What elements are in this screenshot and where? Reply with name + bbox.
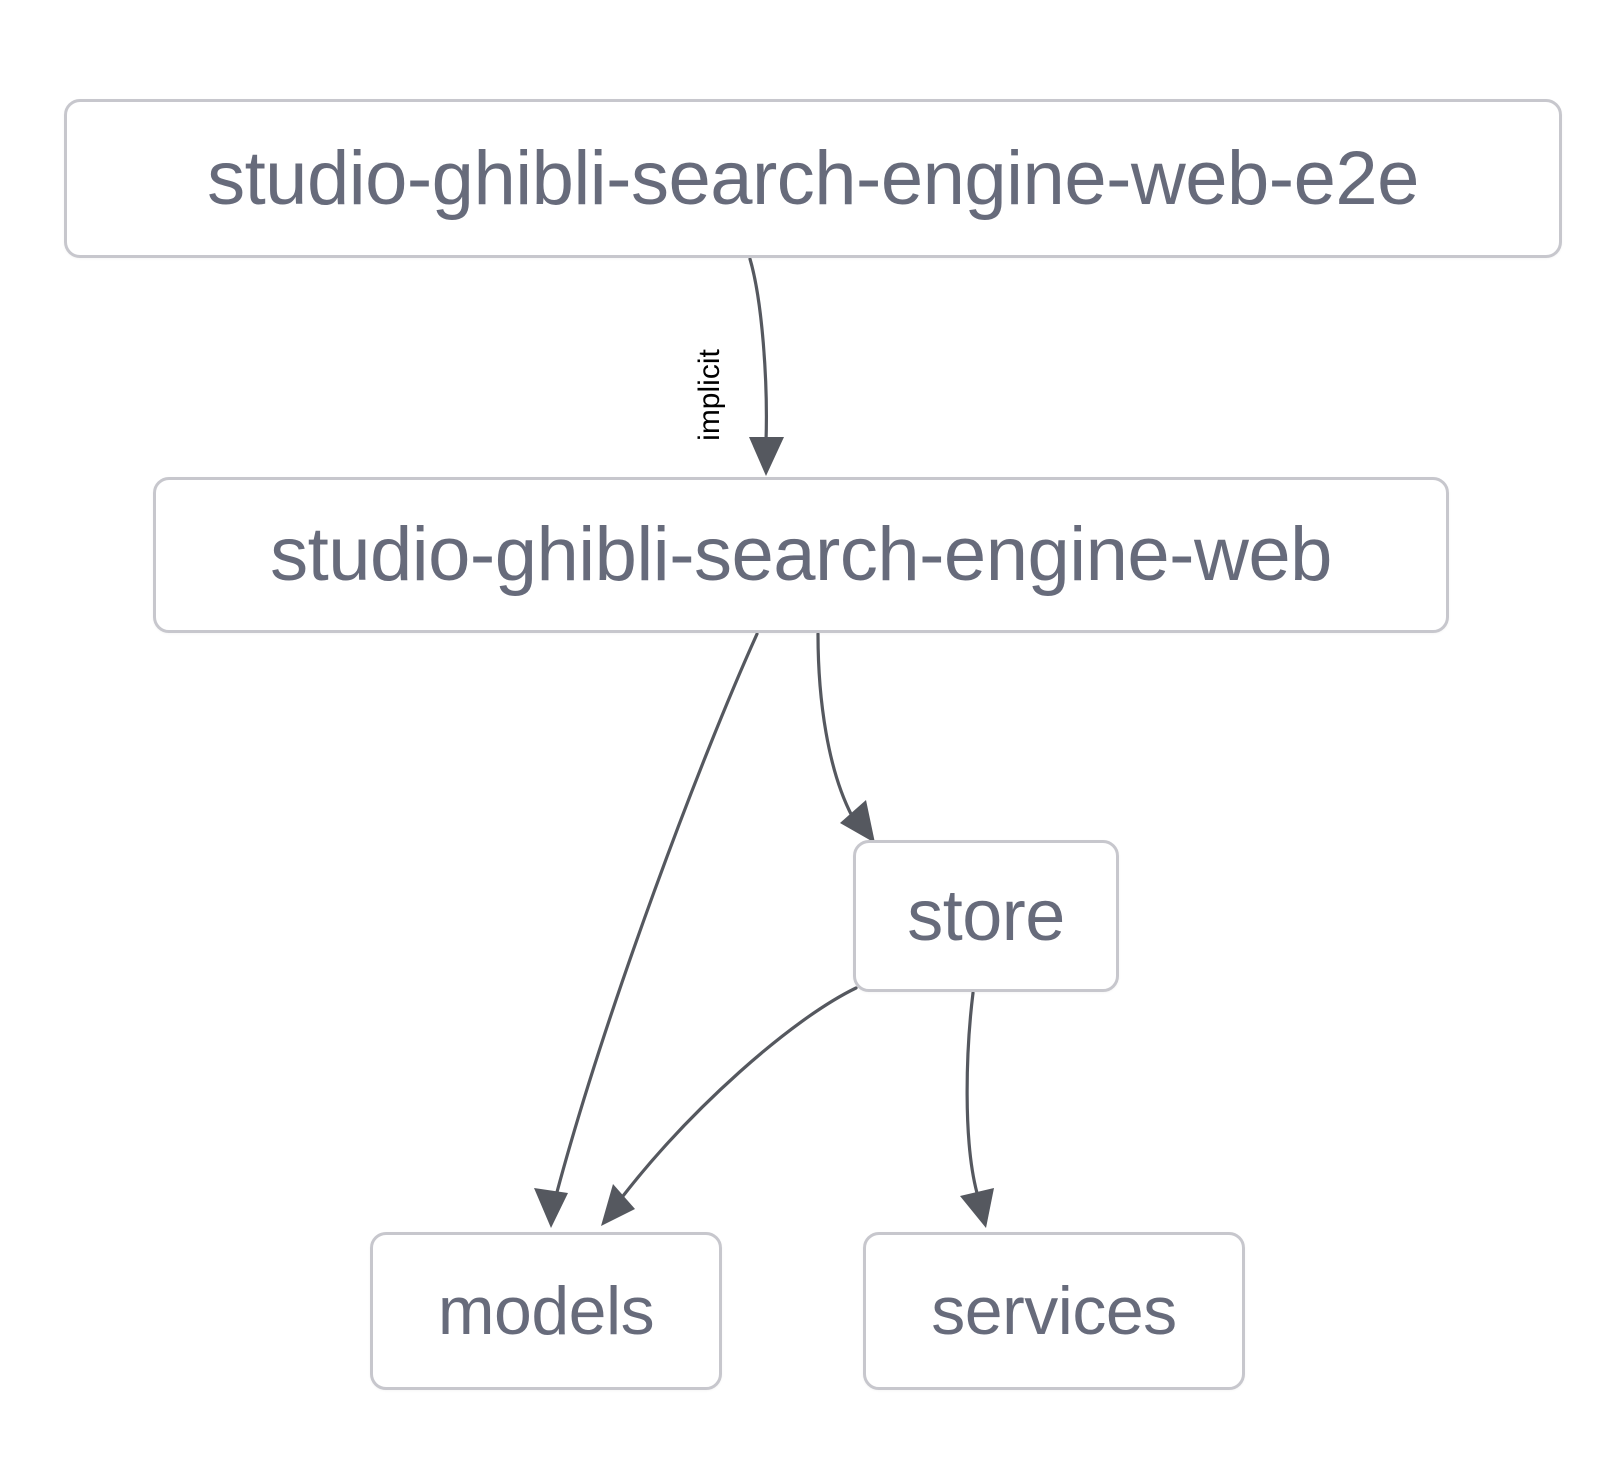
graph-node-label: studio-ghibli-search-engine-web [270, 512, 1332, 597]
edge-web-to-models-arrowhead [534, 1188, 568, 1228]
edge-e2e-to-web-arrowhead [749, 437, 784, 476]
edge-web-to-models [534, 632, 759, 1228]
graph-node-label: store [907, 876, 1065, 956]
edge-web-to-store-path [816, 632, 854, 818]
graph-node-label: models [437, 1273, 655, 1349]
graph-node-services[interactable]: services [863, 1232, 1245, 1390]
edge-store-to-services-path [965, 991, 979, 1195]
edge-label-implicit: implicit [693, 349, 726, 441]
edge-web-to-store [816, 632, 875, 843]
edge-web-to-models-path [555, 632, 759, 1194]
edge-store-to-models-path [621, 986, 858, 1198]
graph-node-studio-ghibli-search-engine-web[interactable]: studio-ghibli-search-engine-web [153, 477, 1449, 633]
graph-node-label: services [931, 1273, 1177, 1349]
edge-store-to-services-arrowhead [960, 1188, 994, 1228]
edge-store-to-models [601, 986, 858, 1226]
graph-node-studio-ghibli-search-engine-web-e2e[interactable]: studio-ghibli-search-engine-web-e2e [64, 99, 1562, 258]
edge-web-to-store-arrowhead [840, 800, 875, 843]
graph-node-models[interactable]: models [370, 1232, 722, 1390]
edge-store-to-services [960, 991, 994, 1228]
graph-node-store[interactable]: store [853, 840, 1119, 992]
edge-store-to-models-arrowhead [601, 1184, 635, 1226]
edge-e2e-to-web-path [748, 257, 768, 444]
edge-e2e-to-web: implicit [693, 257, 784, 476]
graph-node-label: studio-ghibli-search-engine-web-e2e [207, 135, 1419, 221]
